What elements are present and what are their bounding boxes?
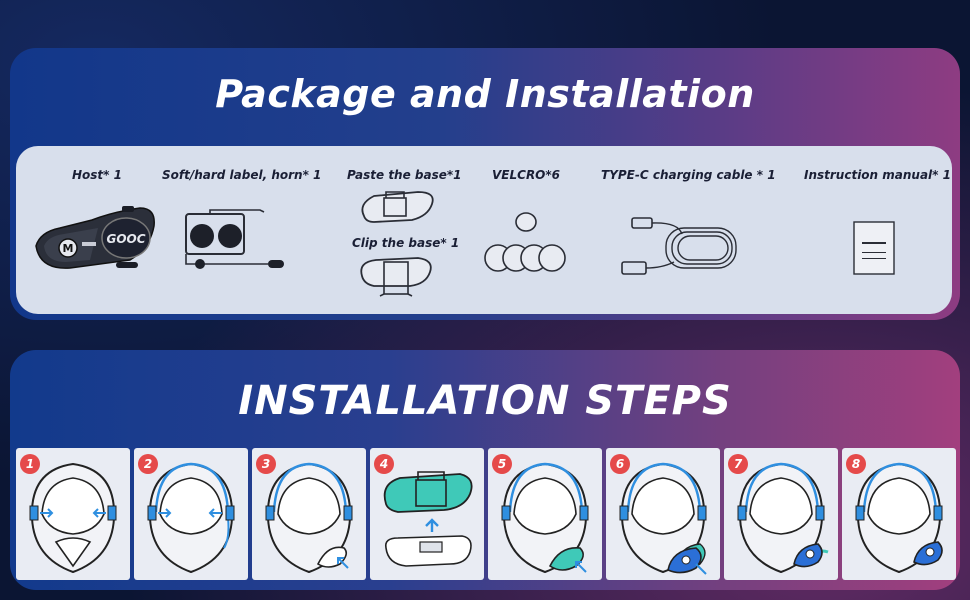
package-contents-box: Host* 1 Soft/hard label, horn* 1 Paste t… xyxy=(16,146,952,314)
intercom-host-icon: M GOOC xyxy=(35,206,155,269)
label-horn-label: Soft/hard label, horn* 1 xyxy=(162,168,322,182)
step-badge-4: 4 xyxy=(374,454,394,474)
speaker-horn-icon xyxy=(185,209,284,269)
package-title: Package and Installation xyxy=(215,72,755,116)
cable-label: TYPE-C charging cable * 1 xyxy=(601,168,776,182)
helmet-step-8-icon xyxy=(855,462,943,574)
velcro-icon xyxy=(484,212,566,272)
helmet-step-5-icon xyxy=(501,462,589,574)
helmet-step-6-icon xyxy=(619,462,707,575)
step-1: 1 xyxy=(16,448,130,580)
host-button-text: M xyxy=(63,242,74,255)
manual-icon xyxy=(853,221,895,275)
clip-base-icon xyxy=(360,257,432,297)
step-badge-7: 7 xyxy=(728,454,748,474)
step-3: 3 xyxy=(252,448,366,580)
clip-base-label: Clip the base* 1 xyxy=(352,236,460,250)
helmet-step-7-icon xyxy=(737,462,829,574)
steps-panel: INSTALLATION STEPS 1 xyxy=(10,350,960,590)
step-badge-8: 8 xyxy=(846,454,866,474)
helmet-step-2-icon xyxy=(147,462,235,574)
steps-row: 1 2 xyxy=(16,448,956,580)
step-8: 8 xyxy=(842,448,956,580)
step-2: 2 xyxy=(134,448,248,580)
step-5: 5 xyxy=(488,448,602,580)
usb-c-cable-icon xyxy=(621,217,737,275)
step-badge-2: 2 xyxy=(138,454,158,474)
manual-label: Instruction manual* 1 xyxy=(804,168,951,182)
step-badge-3: 3 xyxy=(256,454,276,474)
paste-base-label: Paste the base*1 xyxy=(347,168,462,182)
helmet-step-3-icon xyxy=(265,462,353,574)
velcro-label: VELCRO*6 xyxy=(492,168,561,182)
step-badge-1: 1 xyxy=(20,454,40,474)
step-7: 7 xyxy=(724,448,838,580)
package-panel: Package and Installation Host* 1 Soft/ha… xyxy=(10,48,960,320)
base-mount-step-4-icon xyxy=(383,471,473,567)
step-6: 6 xyxy=(606,448,720,580)
helmet-step-1-icon xyxy=(29,462,117,574)
steps-title: INSTALLATION STEPS xyxy=(238,378,732,424)
step-badge-6: 6 xyxy=(610,454,630,474)
paste-base-icon xyxy=(361,191,434,223)
host-label: Host* 1 xyxy=(72,168,122,182)
host-brand-text: GOOC xyxy=(106,232,145,246)
step-badge-5: 5 xyxy=(492,454,512,474)
step-4: 4 xyxy=(370,448,484,580)
